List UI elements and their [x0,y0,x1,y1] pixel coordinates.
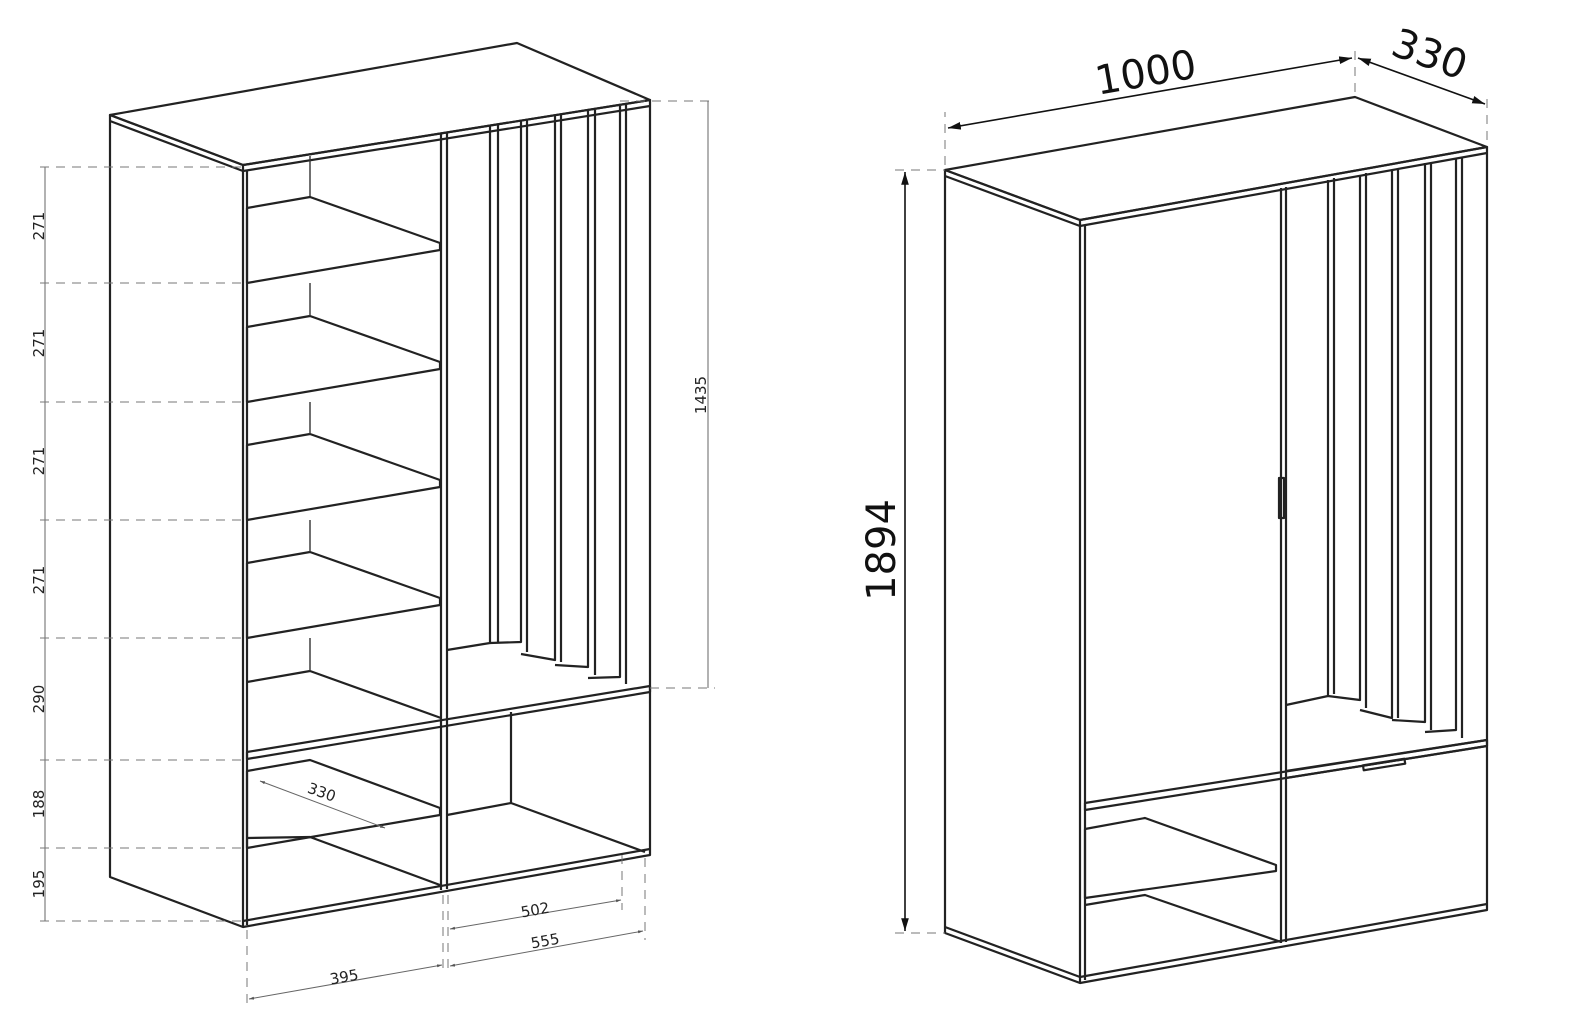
dim-shelf-5: 290 [30,685,48,714]
dim-width-1000: 1000 [1092,42,1200,105]
dim-depth-330: 330 [305,779,338,806]
dim-shelf-2: 271 [30,329,48,358]
closed-cabinet-view: 1000 330 1894 [859,20,1489,985]
dim-height-1894: 1894 [859,499,905,601]
dim-shelf-7: 195 [30,870,48,899]
dim-width-502: 502 [519,899,550,922]
shelves [245,195,442,720]
dim-shelf-1: 271 [30,212,48,241]
dim-height-1435: 1435 [692,376,710,414]
open-cabinet-view: 271 271 271 271 290 188 195 1435 330 502… [30,41,715,1005]
dim-width-555: 555 [529,930,560,953]
dim-shelf-3: 271 [30,447,48,476]
dim-shelf-4: 271 [30,566,48,595]
dim-shelf-6: 188 [30,790,48,819]
vertical-slats [446,105,628,684]
dim-width-395: 395 [328,966,359,989]
dim-depth-330: 330 [1386,20,1473,89]
left-dimension-labels: 271 271 271 271 290 188 195 1435 330 502… [30,212,710,989]
left-dimensions [40,100,715,1005]
